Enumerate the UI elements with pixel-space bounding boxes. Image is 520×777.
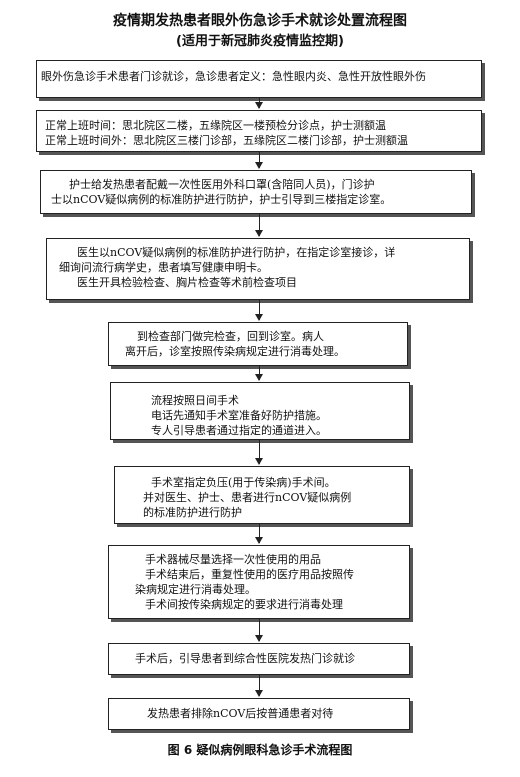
step-5-line-1: 到检查部门做完检查，回到诊室。病人 [137, 330, 324, 343]
step-2-line-1: 正常上班时间：思北院区二楼，五缘院区一楼预检分诊点，护士测额温 [45, 119, 386, 132]
step-4-line-3: 医生开具检验检查、胸片检查等术前检查项目 [77, 276, 297, 289]
step-7-line-2: 并对医生、护士、患者进行nCOV疑似病例 [143, 491, 352, 504]
arrow-2 [255, 152, 263, 169]
arrow-6 [255, 440, 263, 465]
step-8-line-2: 手术结束后，重复性使用的医疗用品按照传 [145, 568, 354, 581]
step-4-line-2: 细询问流行病学史，患者填写健康申明卡。 [59, 261, 268, 274]
step-3-line-1: 护士给发热患者配戴一次性医用外科口罩(含陪同人员)，门诊护 [69, 178, 375, 191]
step-3-box: 护士给发热患者配戴一次性医用外科口罩(含陪同人员)，门诊护 士以nCOV疑似病例… [40, 170, 472, 214]
figure-caption: 图 6 疑似病例眼科急诊手术流程图 [167, 743, 353, 757]
step-10-line-1: 发热患者排除nCOV后按普通患者对待 [147, 707, 334, 720]
step-8-line-4: 手术间按传染病规定的要求进行消毒处理 [145, 598, 343, 611]
step-10-box: 发热患者排除nCOV后按普通患者对待 [108, 698, 410, 730]
arrow-4 [255, 300, 263, 321]
arrow-3 [255, 214, 263, 237]
arrow-7 [255, 524, 263, 544]
step-4-box: 医生以nCOV疑似病例的标准防护进行防护，在指定诊室接诊，详 细询问流行病学史，… [46, 238, 470, 300]
step-7-line-3: 的标准防护进行防护 [143, 506, 242, 519]
arrow-5 [255, 366, 263, 381]
step-6-box: 流程按照日间手术 电话先通知手术室准备好防护措施。 专人引导患者通过指定的通道进… [110, 382, 410, 440]
arrow-8 [255, 619, 263, 642]
step-2-line-2: 正常上班时间外：思北院区三楼门诊部，五缘院区二楼门诊部，护士测额温 [45, 134, 408, 147]
step-7-line-1: 手术室指定负压(用于传染病)手术间。 [151, 476, 336, 489]
step-4-line-1: 医生以nCOV疑似病例的标准防护进行防护，在指定诊室接诊，详 [77, 246, 396, 259]
step-7-box: 手术室指定负压(用于传染病)手术间。 并对医生、护士、患者进行nCOV疑似病例 … [114, 466, 410, 524]
step-9-line-1: 手术后，引导患者到综合性医院发热门诊就诊 [135, 652, 355, 665]
step-6-line-2: 电话先通知手术室准备好防护措施。 [151, 409, 327, 422]
step-8-line-3: 染病规定进行消毒处理。 [135, 583, 256, 596]
step-1-box: 眼外伤急诊手术患者门诊就诊，急诊患者定义：急性眼内炎、急性开放性眼外伤 [36, 60, 482, 98]
step-6-line-1: 流程按照日间手术 [151, 394, 239, 407]
step-6-line-3: 专人引导患者通过指定的通道进入。 [151, 424, 327, 437]
step-5-line-2: 离开后，诊室按照传染病规定进行消毒处理。 [125, 345, 345, 358]
arrow-9 [255, 675, 263, 697]
step-3-line-2: 士以nCOV疑似病例的标准防护进行防护，护士引导到三楼指定诊室。 [51, 193, 392, 206]
diagram-subtitle: (适用于新冠肺炎疫情监控期) [176, 34, 344, 49]
step-9-box: 手术后，引导患者到综合性医院发热门诊就诊 [108, 643, 410, 675]
step-1-line-1: 眼外伤急诊手术患者门诊就诊，急诊患者定义：急性眼内炎、急性开放性眼外伤 [41, 70, 426, 83]
arrow-1 [255, 98, 263, 109]
step-8-line-1: 手术器械尽量选择一次性使用的用品 [145, 553, 321, 566]
step-8-box: 手术器械尽量选择一次性使用的用品 手术结束后，重复性使用的医疗用品按照传 染病规… [108, 545, 410, 619]
step-5-box: 到检查部门做完检查，回到诊室。病人 离开后，诊室按照传染病规定进行消毒处理。 [108, 322, 408, 366]
diagram-title: 疫情期发热患者眼外伤急诊手术就诊处置流程图 [113, 13, 407, 29]
step-2-box: 正常上班时间：思北院区二楼，五缘院区一楼预检分诊点，护士测额温 正常上班时间外：… [36, 110, 482, 152]
